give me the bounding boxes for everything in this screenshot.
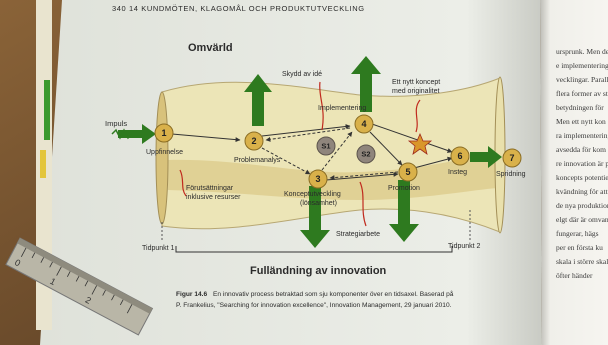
- figure-caption-text: En innovativ process betraktad som sju k…: [213, 290, 454, 298]
- label-forutsattningar-1: Förutsättningar: [186, 185, 234, 192]
- node-5: 5: [398, 162, 418, 182]
- node-7-label: 7: [509, 153, 514, 163]
- node-s2-label: S2: [361, 150, 370, 159]
- label-uppfinnelse: Uppfinnelse: [146, 149, 183, 156]
- ruler-mark-1: 1: [48, 276, 57, 287]
- node-4-label: 4: [361, 119, 366, 129]
- band-left-end: [155, 91, 169, 225]
- figure-caption-line2: P. Frankelius, "Searching for innovation…: [176, 302, 452, 309]
- label-nytt-koncept-1: Ett nytt koncept: [392, 79, 440, 86]
- ruler: 0 1 2: [5, 237, 154, 336]
- right-line-9: koncepts potentiella k: [556, 173, 608, 182]
- fullandning-title: Fulländning av innovation: [250, 265, 387, 277]
- figure-caption-line1: Figur 14.6 En innovativ process betrakta…: [176, 290, 454, 298]
- node-2-label: 2: [251, 136, 256, 146]
- arrow-spridning: [470, 146, 502, 168]
- impuls-zigzag: [111, 128, 133, 140]
- label-nytt-koncept-2: med originalitet: [392, 88, 440, 95]
- right-line-12: elgt där är omvand: [556, 215, 608, 224]
- bookmark-tab-yellow: [40, 150, 46, 178]
- label-konceptutveckling-2: (lönsamhet): [300, 200, 337, 207]
- node-2: 2: [244, 131, 264, 151]
- node-1-label: 1: [161, 128, 166, 138]
- node-4: 4: [354, 114, 374, 134]
- right-line-4: betydningen för: [556, 103, 604, 112]
- arrow-up-2: [244, 74, 272, 126]
- node-7: 7: [502, 148, 522, 168]
- ruler-mark-0: 0: [13, 257, 22, 268]
- node-s1-label: S1: [321, 142, 330, 151]
- label-skydd: Skydd av idé: [282, 71, 322, 78]
- node-3-label: 3: [315, 174, 320, 184]
- right-line-8: re innovation är p: [556, 159, 608, 168]
- right-line-14: per en första ku: [556, 243, 603, 252]
- right-book-page: [540, 0, 608, 345]
- arrow-down-5: [389, 180, 419, 242]
- right-line-11: de nya produktionsper: [556, 201, 608, 210]
- label-promotion: Promotion: [388, 185, 420, 192]
- star-icon: [407, 132, 433, 155]
- node-s1: S1: [316, 136, 336, 156]
- right-line-3: flera former av str: [556, 89, 608, 98]
- page-header: 340 14 KUNDMÖTEN, KLAGOMÅL OCH PRODUKTUT…: [112, 4, 365, 13]
- node-3: 3: [308, 169, 328, 189]
- process-band: [161, 77, 501, 233]
- right-line-16: öfter händer: [556, 271, 593, 280]
- label-tidpunkt-2: Tidpunkt 2: [448, 243, 481, 250]
- label-strategiarbete: Strategiarbete: [336, 231, 380, 238]
- omvarld-title: Omvärld: [188, 42, 233, 54]
- process-arrows: [171, 123, 453, 181]
- bottom-bracket: [175, 246, 453, 253]
- right-line-10: kvändning för att få det: [556, 187, 608, 196]
- right-line-0: ursprunk. Men de: [556, 47, 608, 56]
- arrow-down-3: [300, 186, 330, 248]
- label-implementering: Implementering: [318, 105, 366, 112]
- node-6-label: 6: [457, 151, 462, 161]
- right-line-5: Men ett nytt kon: [556, 117, 606, 126]
- process-band-lower: [168, 150, 498, 200]
- right-line-13: fungerar, hägs: [556, 229, 599, 238]
- label-tidpunkt-1: Tidpunkt 1: [142, 245, 175, 252]
- arrow-up-4: [351, 56, 381, 112]
- green-arrows: [118, 56, 502, 248]
- node-s2: S2: [356, 144, 376, 164]
- red-pointer-lines: [179, 81, 421, 227]
- impuls-arrow: [118, 124, 156, 144]
- bookmark-tab: [44, 80, 50, 140]
- right-page-text: ursprunk. Men de e implementering veckli…: [556, 47, 608, 280]
- right-line-2: vecklingar. Paralle: [556, 75, 608, 84]
- label-forutsattningar-2: inklusive resurser: [186, 194, 241, 201]
- node-5-label: 5: [405, 167, 410, 177]
- node-1: 1: [154, 123, 174, 143]
- label-impuls: Impuls: [105, 119, 127, 128]
- right-line-7: avsedda för kom: [556, 145, 606, 154]
- label-spridning: Spridning: [496, 171, 526, 178]
- label-konceptutveckling-1: Konceptutveckling: [284, 191, 341, 198]
- label-problemanalys: Problemanalys: [234, 157, 281, 164]
- label-insteg: Insteg: [448, 169, 467, 176]
- ruler-mark-2: 2: [84, 295, 93, 306]
- right-line-6: ra implementering: [556, 131, 608, 140]
- right-line-1: e implementering: [556, 61, 608, 70]
- right-line-15: skala i större skala i: [556, 257, 608, 266]
- node-6: 6: [450, 146, 470, 166]
- figure-caption-bold: Figur 14.6: [176, 291, 207, 298]
